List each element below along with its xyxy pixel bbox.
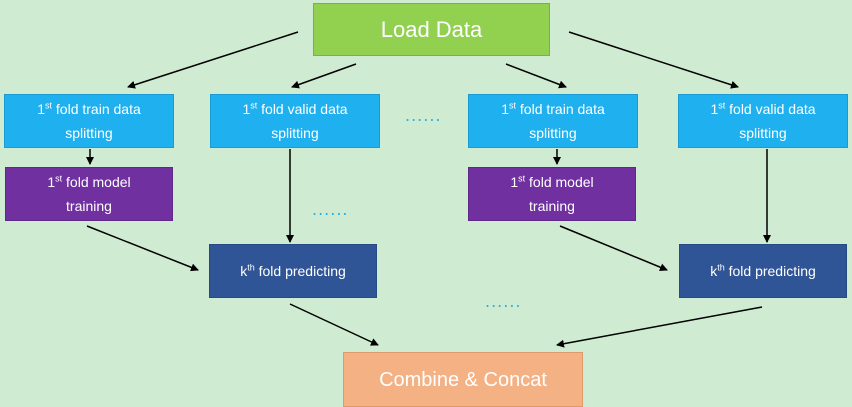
model-1-ordinal: 1	[47, 174, 56, 190]
train-split-1-line2: splitting	[65, 125, 113, 141]
valid-split-1-suffix: st	[250, 100, 258, 111]
train-split-1-ordinal: 1	[37, 101, 46, 117]
model-2-ordinal: 1	[510, 174, 519, 190]
arrow-load-to-train-2	[505, 63, 567, 89]
valid-split-1-ordinal: 1	[242, 101, 251, 117]
valid-split-1-text: fold valid data	[257, 101, 348, 117]
valid-split-node-2: 1st fold valid data splitting	[678, 94, 848, 148]
ellipsis-middle: ......	[312, 200, 349, 219]
valid-split-2-line2: splitting	[739, 125, 787, 141]
arrow-load-to-valid-1	[291, 63, 357, 89]
train-split-2-line2: splitting	[529, 125, 577, 141]
model-2-line2: training	[529, 198, 575, 214]
ellipsis-top: ......	[405, 106, 442, 125]
model-2-text: fold model	[525, 174, 594, 190]
train-split-1-suffix: st	[45, 100, 53, 111]
train-split-2-text: fold train data	[516, 101, 605, 117]
predict-1-suffix: th	[247, 262, 255, 273]
model-2-suffix: st	[518, 173, 526, 184]
arrow-model-2-to-predict-2	[559, 225, 668, 272]
model-training-node-1: 1st fold model training	[5, 167, 173, 221]
model-1-suffix: st	[55, 173, 63, 184]
train-split-node-2: 1st fold train data splitting	[468, 94, 638, 148]
valid-split-node-1: 1st fold valid data splitting	[210, 94, 380, 148]
valid-split-2-suffix: st	[718, 100, 726, 111]
arrow-predict-1-to-combine	[289, 303, 379, 346]
load-data-node: Load Data	[313, 3, 550, 56]
combine-concat-label: Combine & Concat	[379, 368, 547, 391]
predict-1-ordinal: k	[240, 263, 248, 279]
model-training-node-2: 1st fold model training	[468, 167, 636, 221]
combine-concat-node: Combine & Concat	[343, 352, 583, 407]
model-1-line2: training	[66, 198, 112, 214]
predicting-node-2: kth fold predicting	[679, 244, 847, 298]
arrow-predict-2-to-combine	[556, 306, 763, 348]
predict-1-text: fold predicting	[254, 263, 346, 279]
arrow-load-to-valid-2	[568, 31, 739, 89]
arrow-model-1-to-predict-1	[86, 225, 199, 272]
valid-split-2-ordinal: 1	[710, 101, 719, 117]
predict-2-ordinal: k	[710, 263, 718, 279]
predicting-node-1: kth fold predicting	[209, 244, 377, 298]
train-split-1-text: fold train data	[52, 101, 141, 117]
arrow-load-to-train-1	[127, 31, 299, 89]
predict-2-suffix: th	[717, 262, 725, 273]
train-split-node-1: 1st fold train data splitting	[4, 94, 174, 148]
valid-split-1-line2: splitting	[271, 125, 319, 141]
model-1-text: fold model	[62, 174, 131, 190]
ellipsis-bottom: ......	[485, 292, 522, 311]
train-split-2-suffix: st	[509, 100, 517, 111]
predict-2-text: fold predicting	[724, 263, 816, 279]
valid-split-2-text: fold valid data	[725, 101, 816, 117]
train-split-2-ordinal: 1	[501, 101, 510, 117]
load-data-label: Load Data	[380, 16, 483, 42]
